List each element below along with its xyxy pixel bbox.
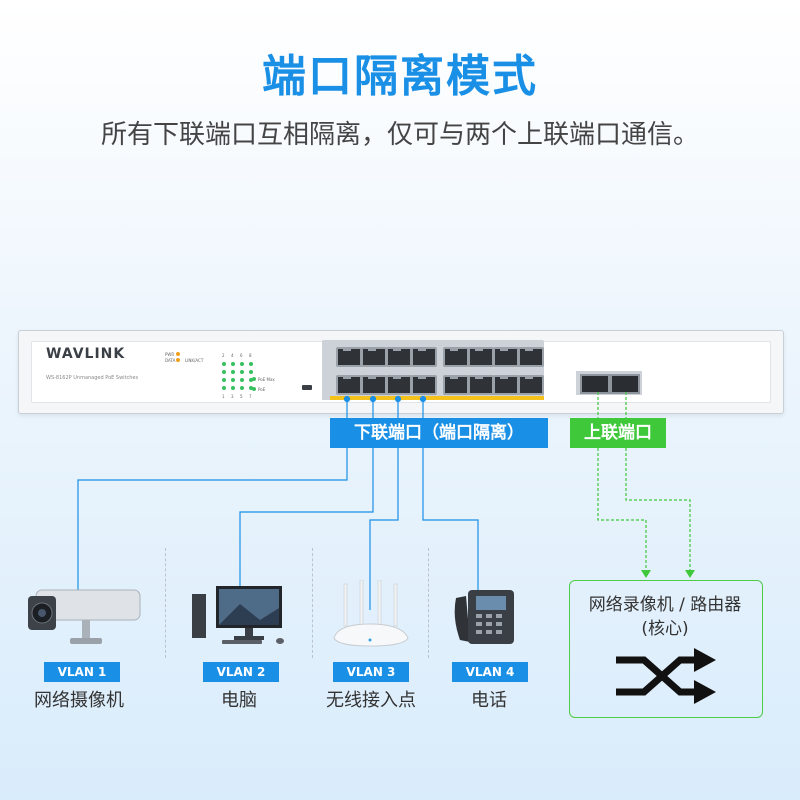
device-label-ap: 无线接入点: [326, 690, 416, 711]
port-led: [231, 362, 235, 366]
vlan-badge-2: VLAN 2: [203, 662, 279, 682]
rj45-port-icon[interactable]: [518, 347, 544, 367]
vlan-badge-4: VLAN 4: [452, 662, 528, 682]
port-number-2: 2: [222, 353, 225, 358]
sfp-port-icon[interactable]: [580, 374, 610, 394]
port-led: [231, 378, 235, 382]
device-label-computer: 电脑: [221, 690, 257, 711]
wireless-router-icon: [333, 580, 409, 647]
switch-model-text: WS-8162P Unmanaged PoE Switches: [46, 375, 139, 381]
port-number-3: 3: [231, 394, 234, 399]
port-led: [240, 362, 244, 366]
switch-brand-logo: WAVLINK: [46, 346, 126, 362]
rj45-port-icon[interactable]: [468, 347, 494, 367]
led-label-poemax: PoE Max: [258, 377, 275, 382]
sfp-port-icon[interactable]: [610, 374, 640, 394]
vlan-badge-1: VLAN 1: [44, 662, 120, 682]
page-title: 端口隔离模式: [262, 51, 538, 102]
rj45-port-icon[interactable]: [493, 375, 519, 395]
port-led: [240, 378, 244, 382]
port-led: [222, 386, 226, 390]
port-led: [231, 370, 235, 374]
desktop-computer-icon: [192, 586, 284, 644]
data-led: [176, 358, 180, 362]
device-label-camera: 网络摄像机: [34, 690, 124, 711]
port-led: [240, 370, 244, 374]
port-led: [249, 370, 253, 374]
led-label-poe: PoE: [258, 387, 266, 392]
led-label-linkact: LINK/ACT: [185, 358, 204, 363]
ip-phone-icon: [454, 590, 514, 644]
rj45-port-icon[interactable]: [411, 375, 437, 395]
led-label-data: DATA: [165, 358, 176, 363]
port-number-5: 5: [240, 394, 243, 399]
reset-switch-icon[interactable]: [302, 385, 312, 390]
pwr-led: [176, 352, 180, 356]
divider: [428, 548, 429, 658]
poe-indicator-strip: [330, 396, 544, 400]
port-led: [249, 378, 253, 382]
port-number-8: 8: [249, 353, 252, 358]
port-led: [222, 362, 226, 366]
divider: [312, 548, 313, 658]
core-device-title: 网络录像机 / 路由器: [588, 595, 742, 615]
port-led: [249, 362, 253, 366]
core-device-box: [569, 580, 763, 718]
port-number-7: 7: [249, 394, 252, 399]
rj45-port-icon[interactable]: [518, 375, 544, 395]
uplink-ports-label: 上联端口: [570, 418, 666, 448]
vlan-badge-3: VLAN 3: [333, 662, 409, 682]
rj45-port-icon[interactable]: [411, 347, 437, 367]
poe-max-led: [252, 377, 256, 381]
poe-led: [252, 387, 256, 391]
port-number-1: 1: [222, 394, 225, 399]
led-label-pwr: PWR: [165, 352, 175, 357]
shuffle-arrows-icon: [616, 648, 716, 704]
divider: [165, 548, 166, 658]
port-number-4: 4: [231, 353, 234, 358]
page-subtitle: 所有下联端口互相隔离，仅可与两个上联端口通信。: [100, 120, 699, 150]
device-label-phone: 电话: [471, 690, 507, 711]
port-led: [231, 386, 235, 390]
ip-camera-icon: [28, 589, 141, 644]
port-led: [222, 378, 226, 382]
port-led: [249, 386, 253, 390]
port-led: [240, 386, 244, 390]
downlink-ports-label: 下联端口（端口隔离）: [330, 418, 548, 448]
port-led: [222, 370, 226, 374]
port-number-6: 6: [240, 353, 243, 358]
core-device-subtitle: (核心): [641, 619, 689, 639]
